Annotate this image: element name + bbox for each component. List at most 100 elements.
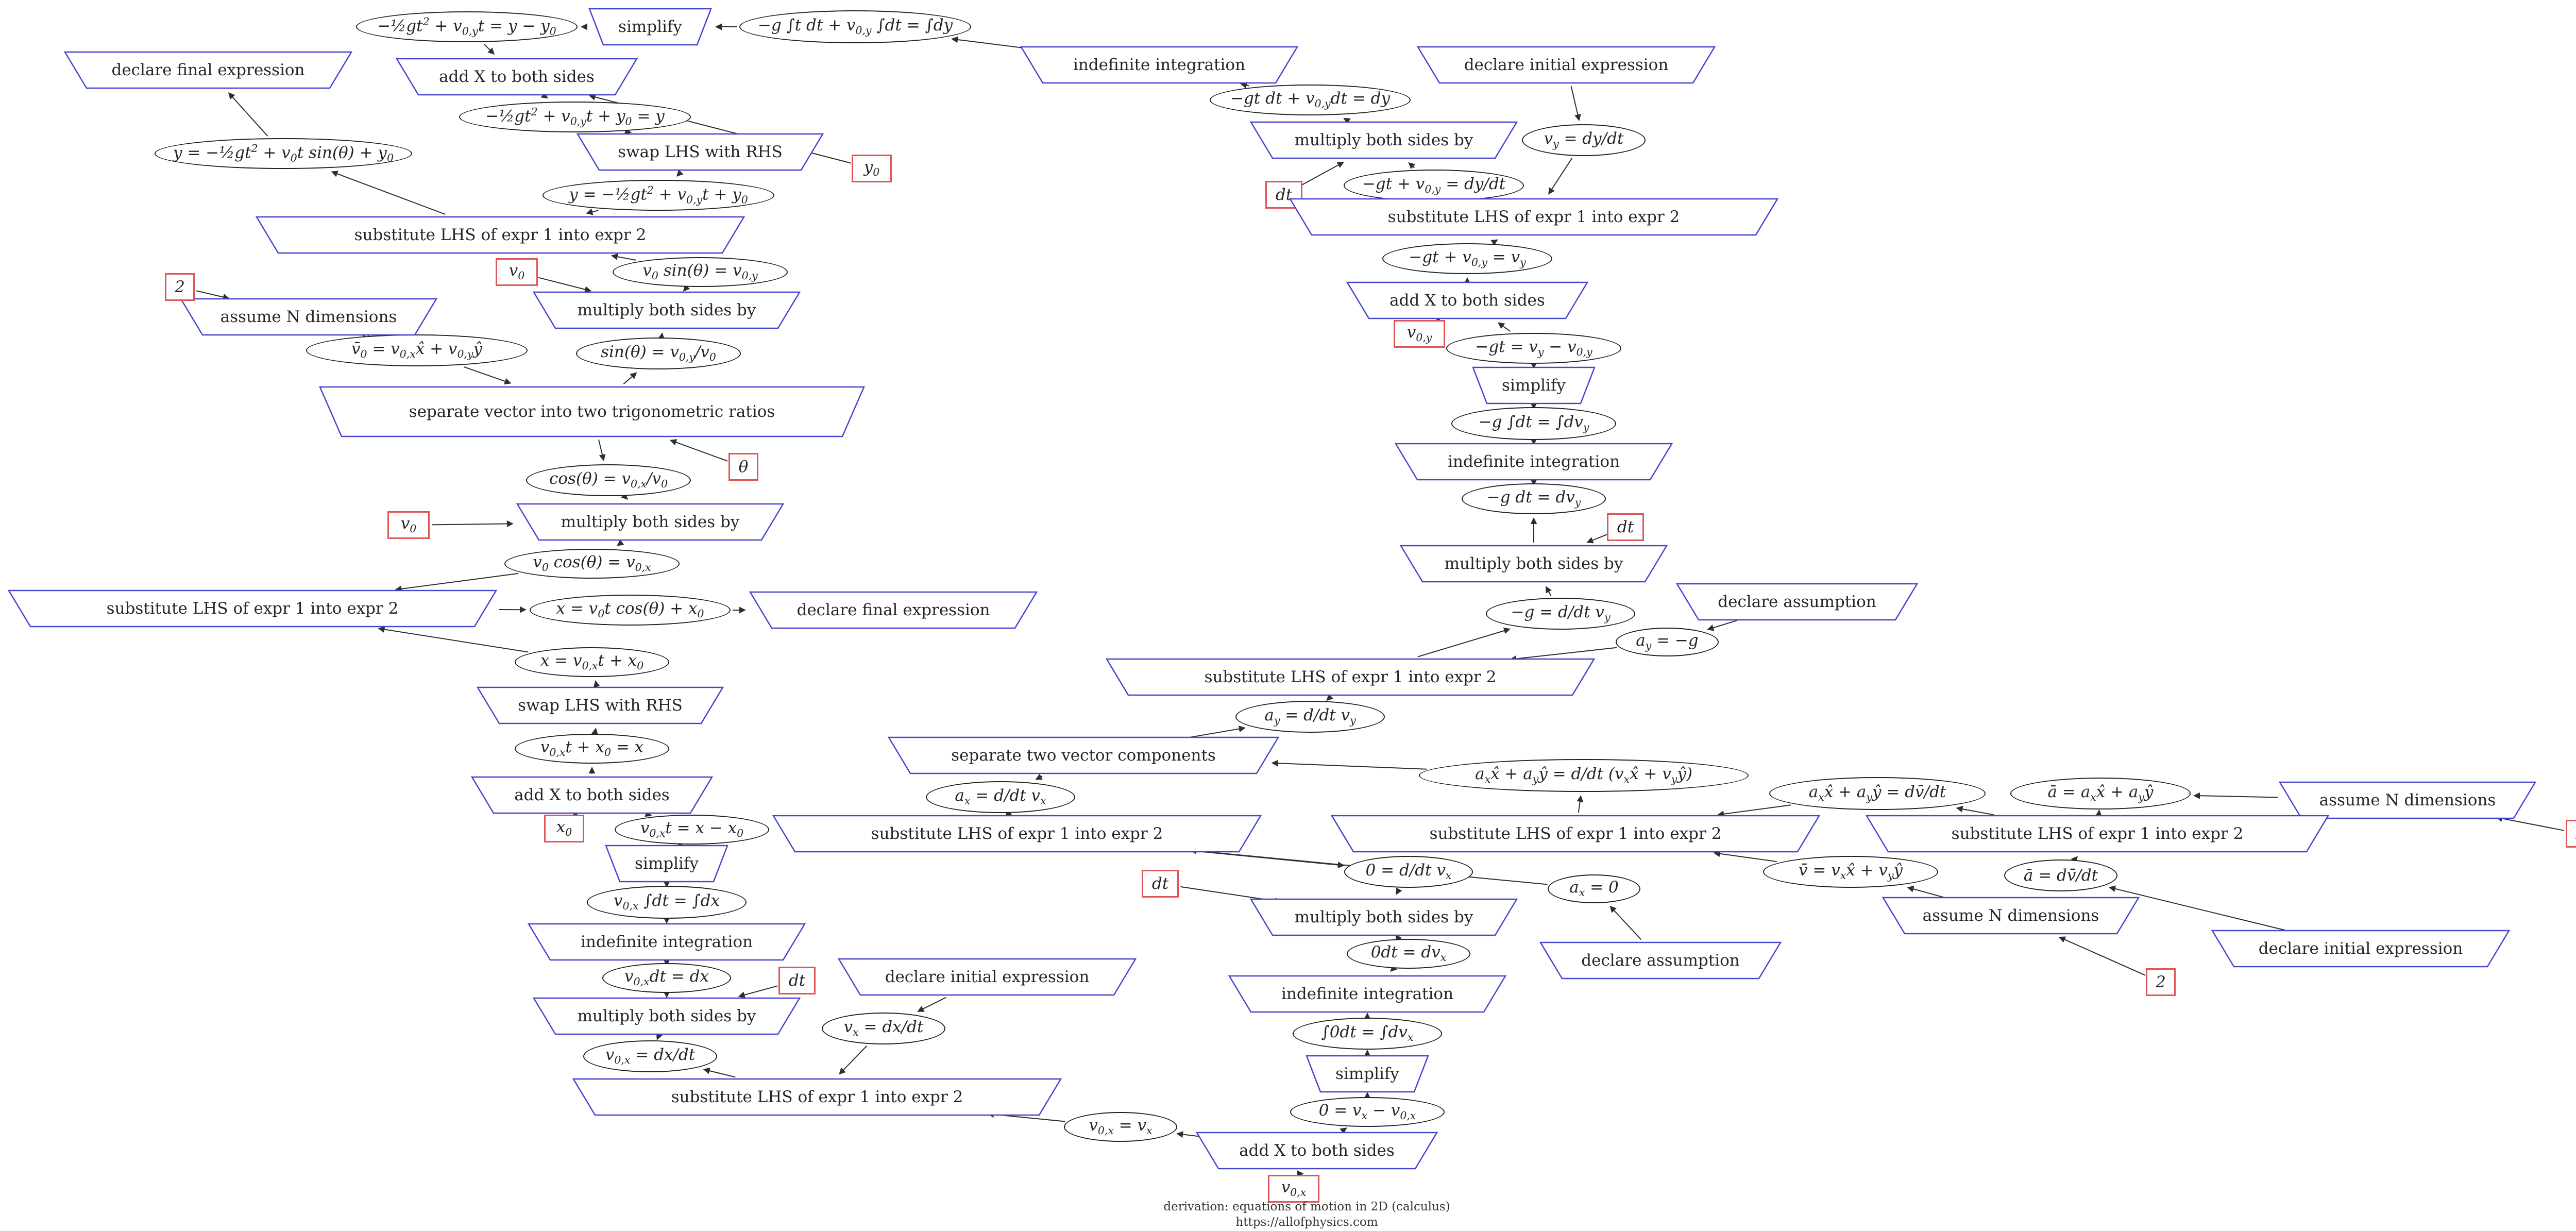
node-label: swap LHS with RHS <box>518 696 683 715</box>
node-label: v0,xt + x0 = x <box>540 738 644 759</box>
node-label: −g ∫dt = ∫dvy <box>1478 413 1589 434</box>
expression-node-n54: v0,x = vx <box>1064 1112 1177 1142</box>
trapezoid-shape <box>516 503 784 541</box>
trapezoid-shape <box>1020 46 1298 84</box>
node-label: ā = dv̄/dt <box>2023 866 2098 885</box>
parameter-node-n89: y0 <box>852 155 892 182</box>
operation-node-n13: add X to both sides <box>1346 281 1588 319</box>
expression-node-n1: −½gt2 + v0,yt = y − y0 <box>356 11 578 42</box>
node-label: cos(θ) = v0,x/v0 <box>549 469 668 491</box>
expression-node-n74: v0 cos(θ) = v0,x <box>504 549 680 579</box>
node-label: substitute LHS of expr 1 into expr 2 <box>106 599 399 618</box>
operation-node-n59: multiply both sides by <box>533 997 801 1035</box>
node-label: simplify <box>618 17 682 36</box>
trapezoid-shape <box>749 591 1038 629</box>
expression-node-n61: v0,xdt = dx <box>602 963 731 993</box>
node-label: x = v0,xt + x0 <box>540 651 644 672</box>
node-label: substitute LHS of expr 1 into expr 2 <box>671 1087 963 1106</box>
trapezoid-shape <box>1346 281 1588 319</box>
expression-node-n17: −g ∫dt = ∫dvy <box>1451 407 1616 440</box>
footer-url: https://allofphysics.com <box>1235 1215 1378 1229</box>
operation-node-n33: substitute LHS of expr 1 into expr 2 <box>772 815 1262 853</box>
trapezoid-shape <box>533 291 801 329</box>
trapezoid-shape <box>396 58 638 96</box>
operation-node-n47: indefinite integration <box>1228 975 1506 1013</box>
node-label: y0 <box>863 158 880 179</box>
operation-node-n25: substitute LHS of expr 1 into expr 2 <box>1106 658 1595 696</box>
node-label: v0,x = dx/dt <box>605 1045 696 1067</box>
node-label: v0 <box>400 514 417 535</box>
expression-node-n26: ay = d/dt vy <box>1235 701 1385 733</box>
node-label: v0,xt = x − x0 <box>640 819 744 840</box>
expression-node-n6: −gt dt + v0,ydt = dy <box>1210 85 1411 115</box>
node-label: x0 <box>556 818 572 839</box>
node-label: sin(θ) = v0,y/v0 <box>601 343 716 364</box>
node-label: simplify <box>1502 376 1566 395</box>
node-label: θ <box>738 457 749 476</box>
node-label: y = −½gt2 + v0t sin(θ) + y0 <box>173 142 394 164</box>
node-label: v0,y <box>1406 323 1432 344</box>
operation-node-n69: swap LHS with RHS <box>477 686 724 724</box>
node-label: 2 <box>2156 972 2166 991</box>
expression-node-n71: x = v0t cos(θ) + x0 <box>530 595 731 626</box>
node-label: y = −½gt2 + v0,yt + y0 <box>569 184 748 206</box>
trapezoid-shape <box>577 133 824 171</box>
node-label: ∫0dt = ∫dvx <box>1321 1023 1414 1044</box>
node-label: v0 sin(θ) = v0,y <box>642 261 758 282</box>
operation-node-n11: substitute LHS of expr 1 into expr 2 <box>1289 198 1778 236</box>
expression-node-n80: sin(θ) = v0,y/v0 <box>576 338 741 369</box>
operation-node-n32: assume N dimensions <box>2279 781 2536 819</box>
trapezoid-shape <box>319 386 865 437</box>
expression-node-n10: −gt + v0,y = dy/dt <box>1344 170 1524 201</box>
expression-node-n65: v0,xt = x − x0 <box>615 815 769 845</box>
node-label: substitute LHS of expr 1 into expr 2 <box>354 225 647 244</box>
trapezoid-shape <box>256 216 745 254</box>
trapezoid-shape <box>180 298 437 336</box>
operation-node-n73: substitute LHS of expr 1 into expr 2 <box>8 589 497 628</box>
trapezoid-shape <box>838 958 1137 996</box>
trapezoid-shape <box>64 51 352 89</box>
node-label: substitute LHS of expr 1 into expr 2 <box>1204 667 1497 686</box>
node-label: declare final expression <box>111 60 305 79</box>
parameter-node-n37: dt <box>1142 870 1179 898</box>
node-label: declare initial expression <box>1464 55 1669 74</box>
trapezoid-shape <box>1417 46 1716 84</box>
operation-node-n55: substitute LHS of expr 1 into expr 2 <box>572 1078 1062 1116</box>
operation-node-n52: add X to both sides <box>1196 1132 1438 1170</box>
node-label: add X to both sides <box>514 785 670 804</box>
node-label: substitute LHS of expr 1 into expr 2 <box>1951 824 2244 843</box>
operation-node-n64: simplify <box>605 845 728 883</box>
node-label: indefinite integration <box>1073 55 1246 74</box>
expression-node-n24: ay = −g <box>1616 628 1719 656</box>
parameter-node-n85: v0 <box>496 258 538 286</box>
parameter-node-n53: v0,x <box>1268 1175 1319 1203</box>
node-label: 2 <box>2569 824 2576 843</box>
trapezoid-shape <box>1306 1055 1429 1093</box>
node-label: v0 cos(θ) = v0,x <box>533 553 651 574</box>
operation-node-n18: indefinite integration <box>1395 443 1673 481</box>
parameter-node-n78: θ <box>728 453 758 481</box>
trapezoid-shape <box>772 815 1262 853</box>
node-label: simplify <box>635 854 699 873</box>
operation-node-n42: multiply both sides by <box>1250 898 1518 936</box>
node-label: multiply both sides by <box>577 1006 756 1025</box>
expression-node-n3: −g ∫t dt + v0,y ∫dt = ∫dy <box>739 10 971 43</box>
operation-node-n87: substitute LHS of expr 1 into expr 2 <box>256 216 745 254</box>
trapezoid-shape <box>1472 366 1596 404</box>
expression-node-n15: −gt = vy − v0,y <box>1446 333 1621 364</box>
operation-node-n34: substitute LHS of expr 1 into expr 2 <box>1331 815 1820 853</box>
expression-node-n51: 0 = vx − v0,x <box>1290 1097 1445 1127</box>
parameter-node-n66: x0 <box>544 815 584 842</box>
node-label: multiply both sides by <box>561 512 740 531</box>
trapezoid-shape <box>1228 975 1506 1013</box>
trapezoid-shape <box>605 845 728 883</box>
node-label: declare assumption <box>1581 951 1740 970</box>
expression-node-n91: −½gt2 + v0,yt + y0 = y <box>459 102 691 132</box>
expression-node-n39: ax = 0 <box>1548 874 1640 903</box>
parameter-node-n48: 2 <box>2146 968 2176 996</box>
expression-node-n19: −g dt = dvy <box>1462 483 1606 514</box>
node-label: v0,x ∫dt = ∫dx <box>613 891 720 913</box>
node-label: indefinite integration <box>1281 984 1454 1003</box>
expression-node-n68: v0,xt + x0 = x <box>515 734 669 764</box>
operation-node-n21: multiply both sides by <box>1400 545 1668 583</box>
